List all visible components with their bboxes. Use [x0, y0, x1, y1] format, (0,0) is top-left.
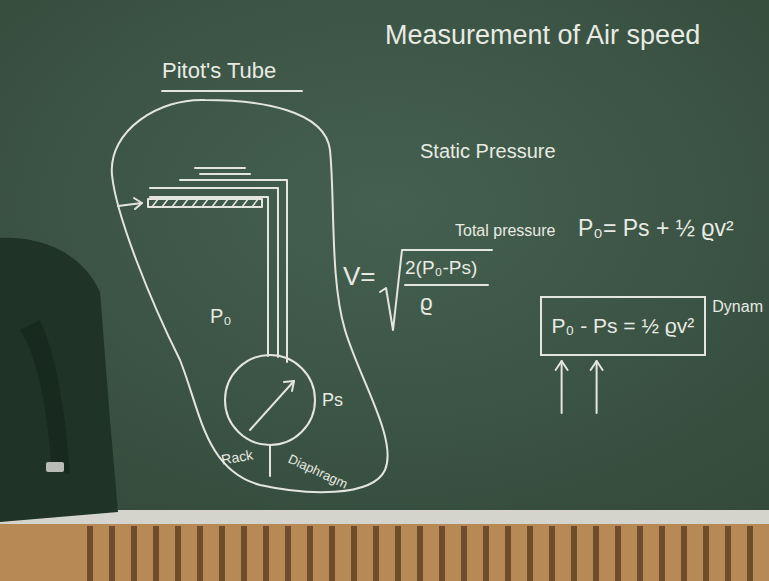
title-underline: [162, 90, 302, 92]
pointer-arrow: [561, 361, 563, 413]
denominator: ϱ: [420, 290, 433, 315]
velocity-symbol: V=: [343, 262, 376, 292]
enclosing-outline: [112, 100, 388, 492]
total-pressure-tube: [150, 197, 268, 356]
static-port-line: [195, 167, 245, 169]
lecturer-silhouette: [0, 238, 118, 522]
tube-body: [148, 199, 262, 207]
equation-text: P₀ - Ps = ½ ϱv²: [552, 314, 695, 337]
pointer-arrowhead: [591, 361, 603, 370]
pressure-label: Total pressure: [455, 222, 556, 240]
diaphragm-leader: [269, 445, 271, 476]
fraction-bar: [405, 284, 488, 286]
figure-title: Pitot's Tube: [162, 58, 276, 83]
static-port-line: [200, 173, 250, 175]
box-tag: Dynam: [712, 298, 763, 316]
tube-wall: [150, 188, 278, 357]
lecturer-arm: [20, 320, 70, 474]
pressure-symbol: Ps: [322, 390, 343, 411]
equation-box: P₀ - Ps = ½ ϱv²Dynam: [540, 296, 707, 356]
wood-rail: [0, 524, 769, 581]
pressure-symbol: P₀: [210, 305, 232, 328]
bernoulli-equation: P₀= Ps + ½ ϱv²: [578, 215, 734, 241]
board-heading: Measurement of Air speed: [385, 20, 700, 51]
board-surface: [0, 0, 769, 512]
flow-arrowhead: [134, 198, 142, 209]
pointer-arrowhead: [556, 361, 568, 370]
dial-pointer: [250, 381, 294, 430]
numerator: 2(P₀-Ps): [405, 257, 477, 279]
hatching: [152, 199, 258, 207]
pressure-label: Static Pressure: [420, 140, 556, 163]
wristwatch: [46, 462, 64, 472]
part-name: Rack: [220, 446, 254, 467]
radical-sign: [380, 250, 492, 330]
part-name: Diaphragm: [286, 452, 350, 492]
pointer-head: [284, 381, 294, 391]
box-border: P₀ - Ps = ½ ϱv²: [540, 296, 707, 356]
pointer-arrow: [596, 361, 598, 413]
rail-slats: [90, 526, 750, 581]
pressure-dial: [225, 355, 315, 445]
